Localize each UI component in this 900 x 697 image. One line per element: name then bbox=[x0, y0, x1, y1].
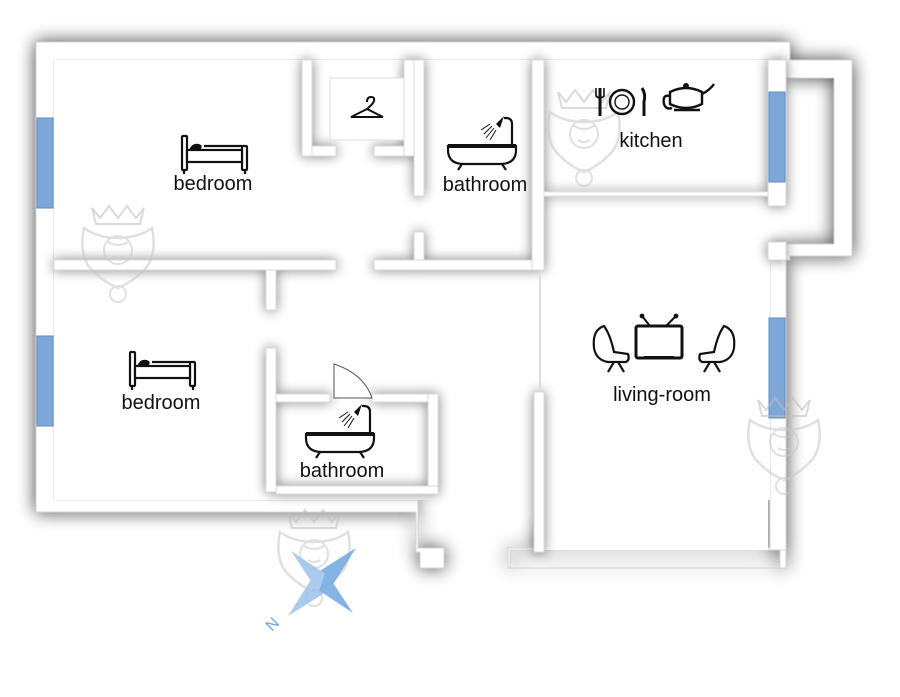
room-label-bedroom-bottom: bedroom bbox=[122, 392, 201, 414]
room-bedroom-top: bedroom bbox=[174, 134, 253, 195]
room-label-bathroom-top: bathroom bbox=[443, 174, 528, 196]
window-kitchen bbox=[768, 91, 786, 183]
room-label-bathroom-bottom: bathroom bbox=[300, 460, 385, 482]
door-swing bbox=[333, 363, 373, 399]
window-living bbox=[768, 317, 786, 419]
windows bbox=[36, 91, 786, 427]
room-bathroom-bottom: bathroom bbox=[300, 402, 385, 482]
window-left-top bbox=[36, 117, 54, 209]
window-left-bottom bbox=[36, 335, 54, 427]
room-bedroom-bottom: bedroom bbox=[122, 350, 201, 414]
room-label-living-room: living-room bbox=[613, 384, 711, 406]
room-label-kitchen: kitchen bbox=[619, 130, 682, 152]
room-label-bedroom-top: bedroom bbox=[174, 173, 253, 195]
tv-icon bbox=[634, 313, 684, 360]
compass-icon bbox=[288, 548, 356, 616]
compass-label: N bbox=[263, 615, 283, 635]
plate-cutlery-icon bbox=[595, 87, 647, 116]
room-bathroom-top: bathroom bbox=[443, 114, 528, 196]
room-living-room: living-room bbox=[592, 313, 736, 406]
hanger-icon bbox=[350, 95, 384, 118]
teapot-icon bbox=[662, 83, 715, 112]
room-kitchen: kitchen bbox=[595, 83, 715, 152]
wardrobe bbox=[329, 77, 405, 141]
